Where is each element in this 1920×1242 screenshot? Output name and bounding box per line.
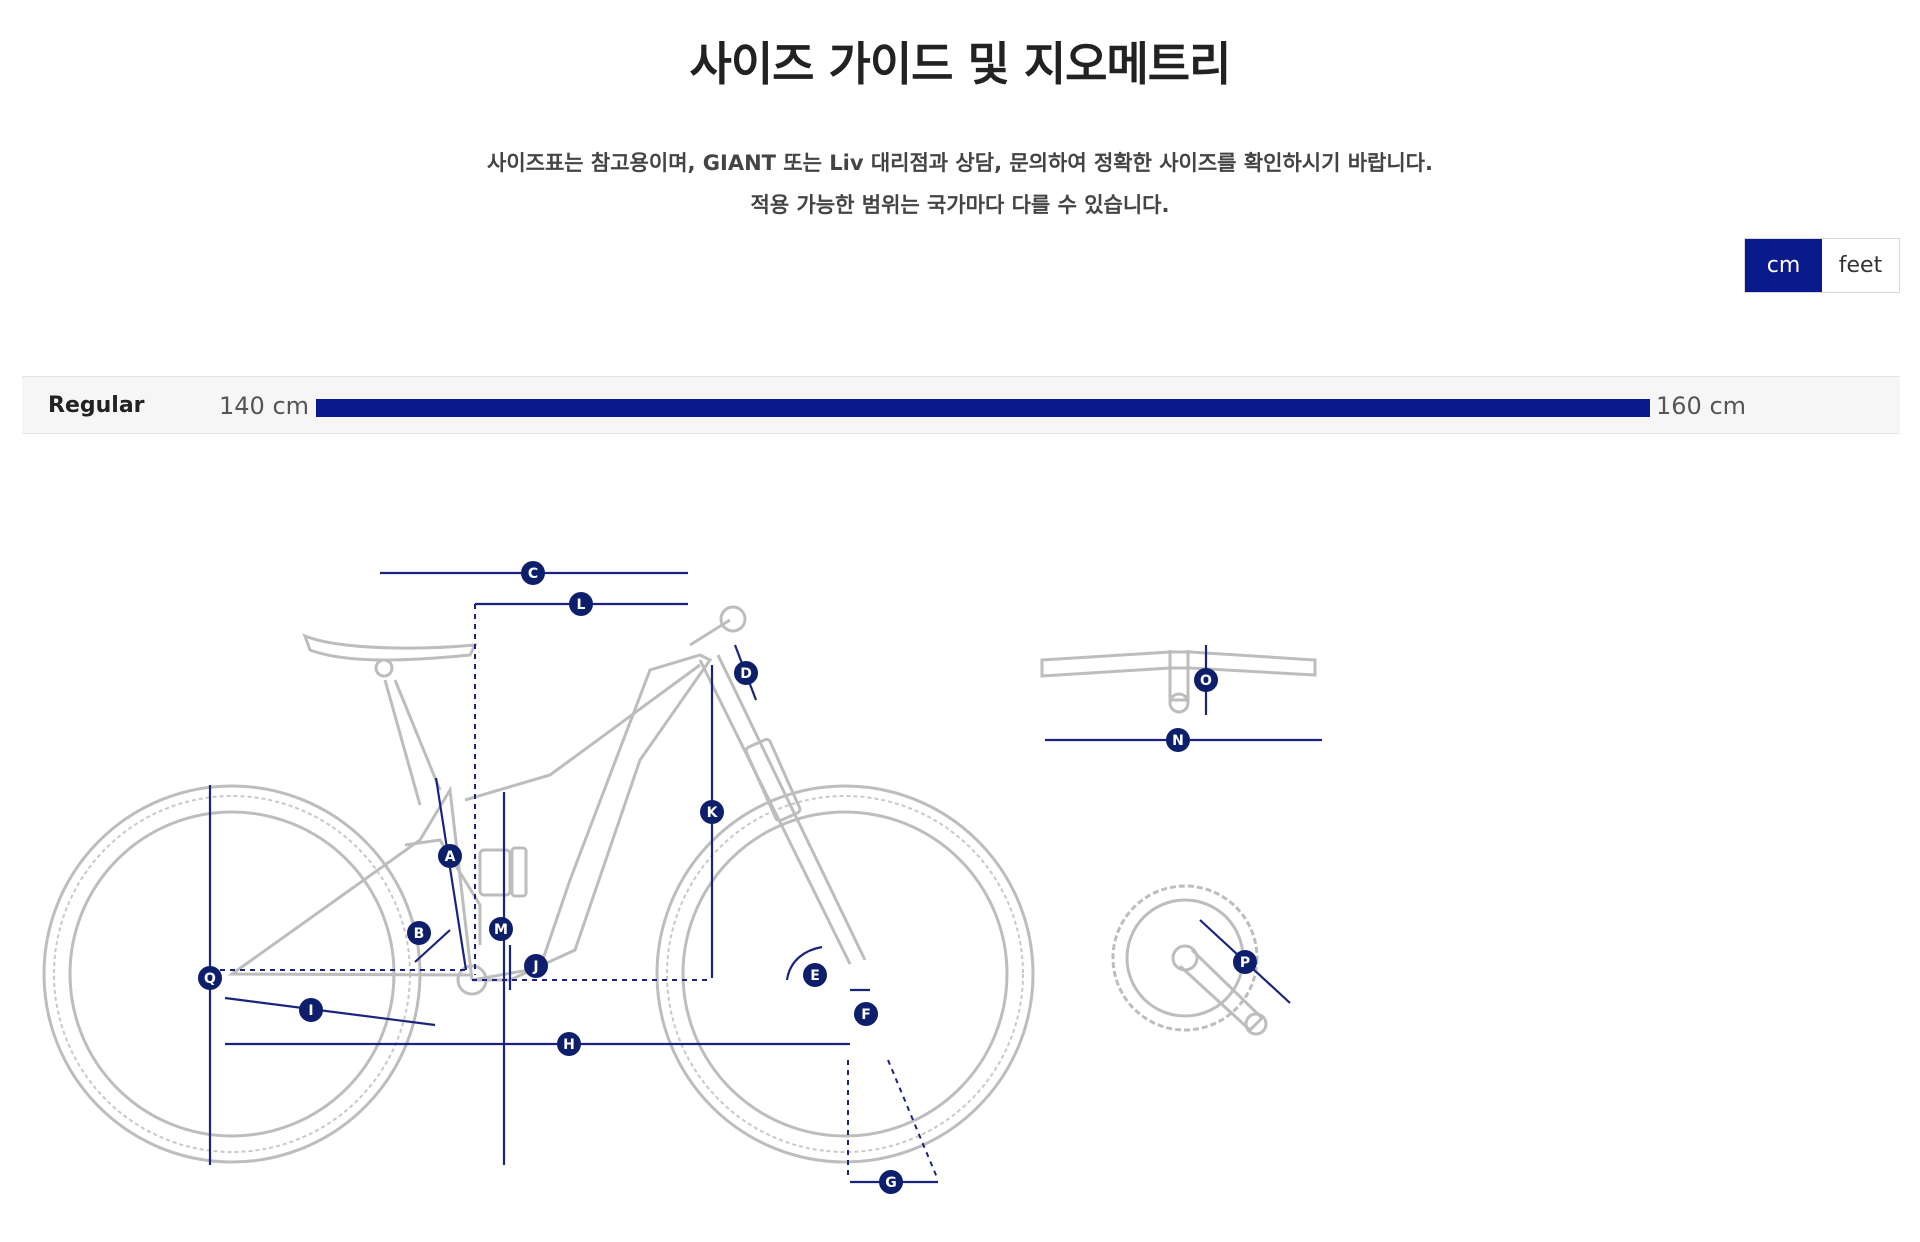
range-max: 160 cm (1656, 392, 1747, 420)
geometry-diagram: A B C D E F G H I J K L M N O P Q (42, 561, 1322, 1194)
svg-text:K: K (707, 805, 719, 821)
badge-m: M (489, 917, 513, 941)
front-wheel (655, 784, 1035, 1164)
badge-d: D (734, 661, 758, 685)
svg-text:H: H (563, 1037, 575, 1053)
badge-p: P (1233, 950, 1257, 974)
svg-text:F: F (861, 1007, 871, 1023)
unit-feet-button[interactable]: feet (1822, 239, 1899, 292)
badge-a: A (438, 844, 462, 868)
svg-text:B: B (414, 926, 425, 942)
badge-g: G (879, 1170, 903, 1194)
badge-l: L (569, 592, 593, 616)
svg-text:I: I (308, 1003, 313, 1019)
badge-h: H (557, 1032, 581, 1056)
svg-text:L: L (577, 597, 586, 613)
notice-line-2: 적용 가능한 범위는 국가마다 다를 수 있습니다. (750, 193, 1170, 217)
svg-text:P: P (1240, 955, 1250, 971)
size-notice: 사이즈표는 참고용이며, GIANT 또는 Liv 대리점과 상담, 문의하여 … (0, 142, 1920, 226)
badge-c: C (521, 561, 545, 585)
svg-text:D: D (740, 666, 752, 682)
badge-k: K (700, 800, 724, 824)
notice-line-1: 사이즈표는 참고용이며, GIANT 또는 Liv 대리점과 상담, 문의하여 … (487, 151, 1433, 175)
svg-text:Q: Q (204, 971, 216, 987)
svg-text:E: E (810, 968, 820, 984)
badge-b: B (407, 921, 431, 945)
size-label: Regular (48, 393, 145, 418)
bike-frame (227, 605, 867, 996)
svg-text:N: N (1172, 733, 1184, 749)
svg-text:G: G (885, 1175, 897, 1191)
crankset-detail (1111, 884, 1268, 1036)
svg-text:J: J (532, 959, 538, 975)
size-range-row: Regular 140 cm 160 cm (22, 376, 1900, 434)
badge-e: E (803, 963, 827, 987)
range-bar (316, 399, 1650, 417)
badge-n: N (1166, 728, 1190, 752)
unit-cm-button[interactable]: cm (1745, 239, 1822, 292)
badge-q: Q (198, 966, 222, 990)
svg-text:C: C (528, 566, 538, 582)
handlebar-detail (1040, 650, 1317, 714)
badge-j: J (524, 954, 548, 978)
unit-toggle: cm feet (1744, 238, 1900, 293)
page-title: 사이즈 가이드 및 지오메트리 (689, 37, 1232, 91)
range-min: 140 cm (219, 392, 310, 420)
svg-text:M: M (494, 922, 508, 938)
svg-text:A: A (445, 849, 456, 865)
badge-i: I (299, 998, 323, 1022)
badge-f: F (854, 1002, 878, 1026)
badge-o: O (1194, 668, 1218, 692)
svg-text:O: O (1200, 673, 1212, 689)
